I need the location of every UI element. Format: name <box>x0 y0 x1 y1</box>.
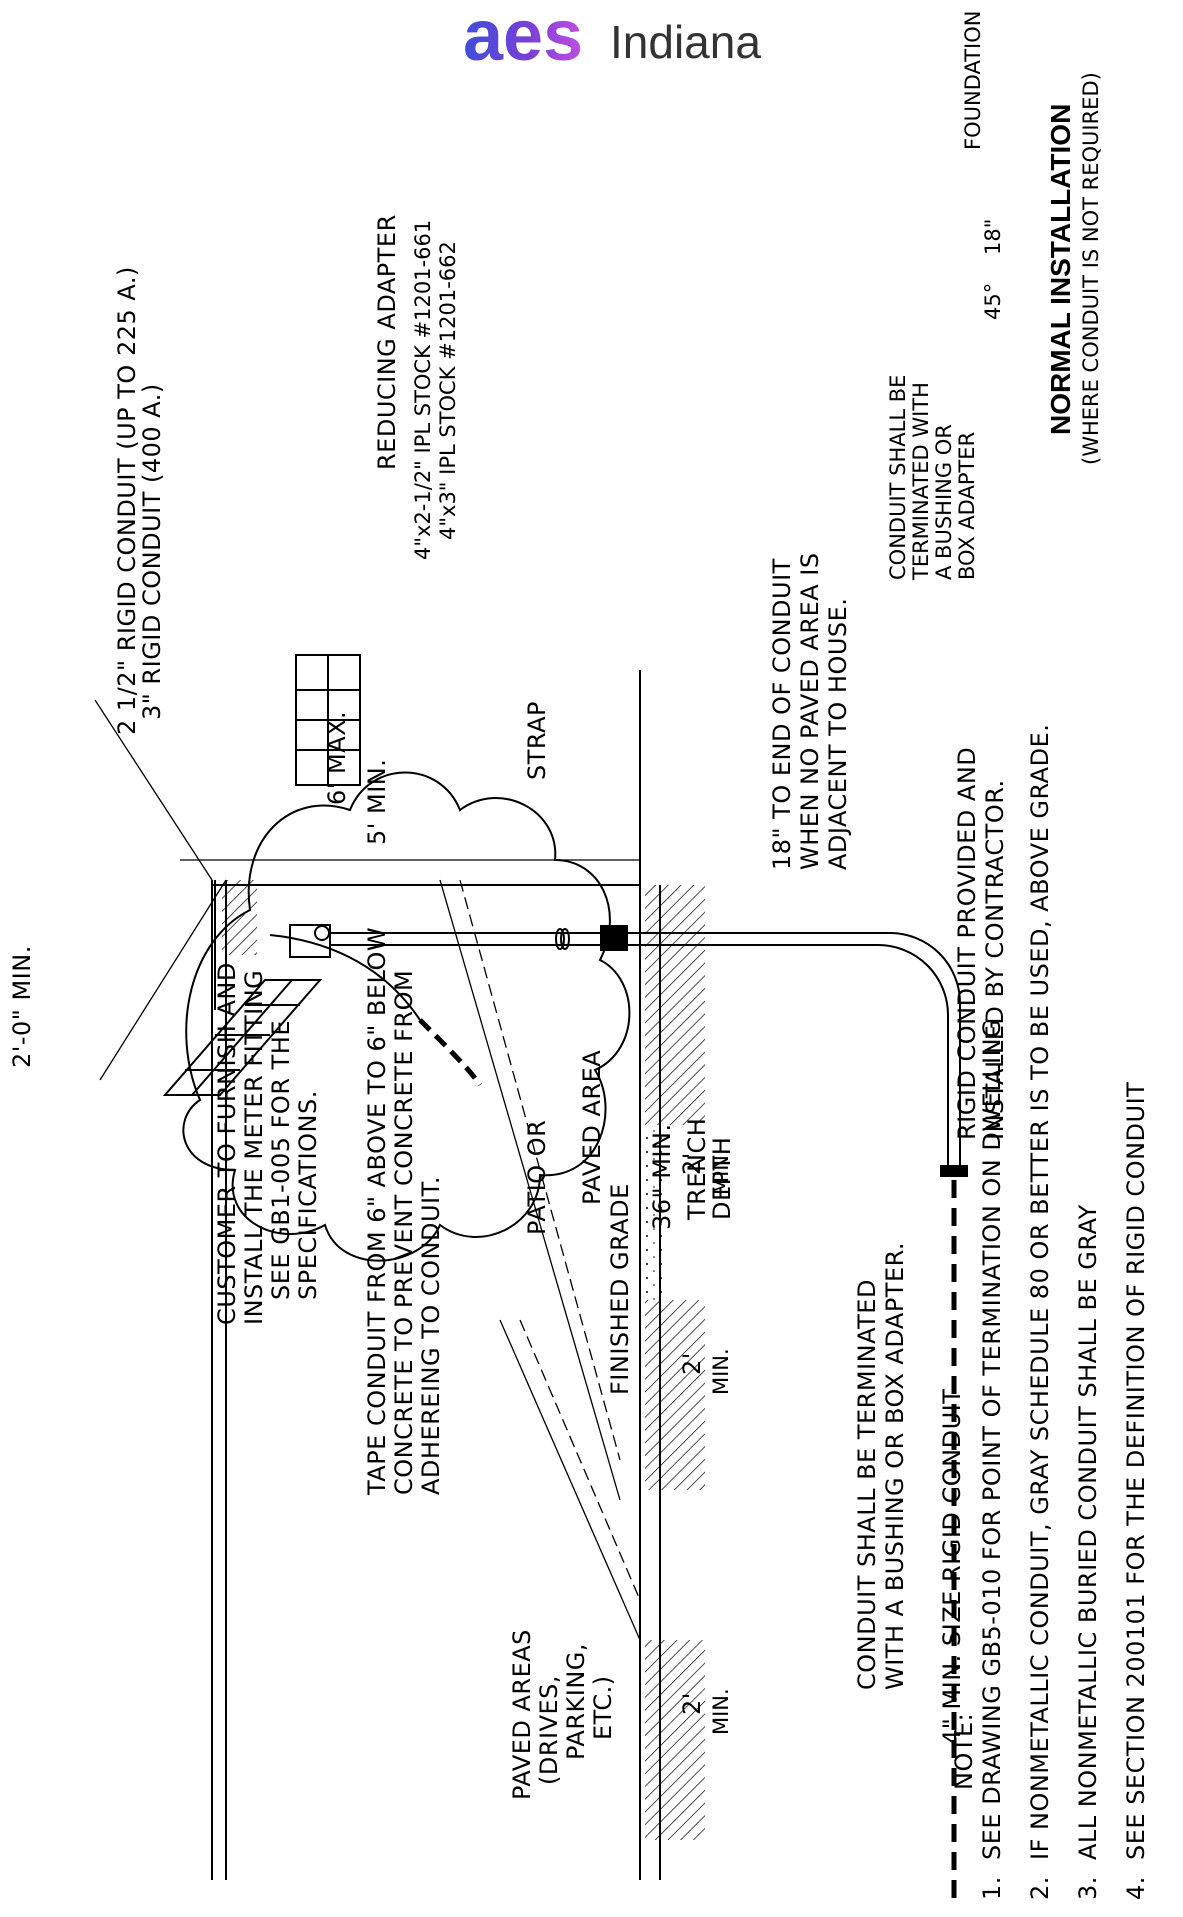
six-foot-max-label: 6' MAX. <box>323 711 351 805</box>
min-marker-1: MIN. <box>709 1148 733 1195</box>
note-heading: NOTE: <box>950 1713 978 1790</box>
riser-conduit <box>330 925 968 1900</box>
paved-areas-line-2: (DRIVES, <box>535 1675 563 1785</box>
terminated-note-line-2: WITH A BUSHING OR BOX ADAPTER. <box>881 1242 909 1690</box>
reducing-adapter-stock-2: 4"x3" IPL STOCK #1201-662 <box>436 241 460 540</box>
customer-note-line-4: SPECIFICATIONS. <box>294 1090 322 1300</box>
meter-fitting <box>289 924 331 958</box>
note-2-number: 2. <box>1026 1876 1054 1900</box>
note-1-number: 1. <box>978 1876 1006 1900</box>
note-2-text: IF NONMETALLIC CONDUIT, GRAY SCHEDULE 80… <box>1026 724 1054 1860</box>
tape-note-line-3: ADHEREING TO CONDUIT. <box>417 1176 445 1495</box>
finished-grade-label: FINISHED GRADE <box>606 1183 634 1395</box>
normal-installation-title: NORMAL INSTALLATION <box>1045 104 1076 435</box>
aes-indiana-logo: aes Indiana <box>463 0 761 76</box>
trench-min-label: 36" MIN. <box>648 1123 676 1230</box>
reducing-adapter-stock-1: 4"x2-1/2" IPL STOCK #1201-661 <box>411 220 435 560</box>
cloud-terminated-line-2: TERMINATED WITH <box>909 382 933 581</box>
rigid-conduit-label-2: 3" RIGID CONDUIT (400 A.) <box>138 383 166 720</box>
eighteen-note-line-1: 18" TO END OF CONDUIT <box>768 558 796 870</box>
two-ft-marker-1: 2' <box>678 1152 706 1175</box>
rigid-provided-line-1: RIGID CONDUIT PROVIDED AND <box>953 747 981 1140</box>
note-4-number: 4. <box>1122 1876 1150 1900</box>
paved-areas-line-1: PAVED AREAS <box>508 1629 536 1800</box>
foundation-label: FOUNDATION <box>961 11 985 150</box>
house-wall <box>94 699 640 1880</box>
note-4-text: SEE SECTION 200101 FOR THE DEFINITION OF… <box>1122 1082 1150 1860</box>
tape-note-line-1: TAPE CONDUIT FROM 6" ABOVE TO 6" BELOW <box>363 927 391 1496</box>
paved-area-lines <box>439 879 641 1641</box>
normal-installation-subtitle: (WHERE CONDUIT IS NOT REQUIRED) <box>1079 72 1103 465</box>
strap-label: STRAP <box>523 701 551 780</box>
eighteen-note-line-2: WHEN NO PAVED AREA IS <box>796 552 824 870</box>
logo-text: Indiana <box>610 16 761 68</box>
reducing-adapter-title: REDUCING ADAPTER <box>373 214 401 470</box>
cloud-eighteen-label: 18" <box>981 219 1005 255</box>
two-ft-marker-3: 2' <box>678 1692 706 1715</box>
customer-note-line-1: CUSTOMER TO FURNISH AND <box>213 962 241 1325</box>
window-lower <box>162 979 323 1096</box>
terminated-note-line-1: CONDUIT SHALL BE TERMINATED <box>853 1279 881 1690</box>
note-1-text: SEE DRAWING GB5-010 FOR POINT OF TERMINA… <box>978 1019 1006 1860</box>
patio-label-2: PAVED AREA <box>578 1050 606 1205</box>
trench-label-2: DEPTH <box>708 1137 736 1220</box>
trench-label-1: TRENCH <box>683 1118 711 1221</box>
aes-logo-mark: aes <box>463 0 583 76</box>
cloud-terminated-line-3: A BUSHING OR <box>932 424 956 580</box>
two-foot-min-label: 2'-0" MIN. <box>8 945 36 1068</box>
rigid-provided-line-2: INSTALLED BY CONTRACTOR. <box>981 779 1009 1140</box>
four-inch-min-label: 4" MIN. SIZE RIGID CONDUIT <box>938 1389 966 1745</box>
min-marker-3: MIN. <box>709 1688 733 1735</box>
cloud-terminated-line-1: CONDUIT SHALL BE <box>886 375 910 580</box>
normal-installation-cloud <box>182 771 631 1262</box>
two-ft-marker-2: 2' <box>678 1352 706 1375</box>
patio-label-1: PATIO OR <box>523 1120 551 1235</box>
eighteen-note-line-3: ADJACENT TO HOUSE. <box>824 598 852 870</box>
paved-areas-line-4: ETC.) <box>589 1675 617 1740</box>
cloud-terminated-line-4: BOX ADAPTER <box>955 432 979 580</box>
rigid-conduit-label-1: 2 1/2" RIGID CONDUIT (UP TO 225 A.) <box>113 266 141 735</box>
tape-note-line-2: CONCRETE TO PREVENT CONCRETE FROM <box>390 970 418 1495</box>
min-marker-2: MIN. <box>709 1348 733 1395</box>
cloud-45-label: 45° <box>981 283 1005 320</box>
customer-note-line-3: SEE GB1-005 FOR THE <box>267 1020 295 1300</box>
paved-areas-line-3: PARKING, <box>562 1643 590 1760</box>
five-foot-min-label: 5' MIN. <box>363 759 391 845</box>
customer-note-line-2: INSTALL THE METER FITTING <box>240 970 268 1325</box>
rotated-annotations: NOTE: 1. SEE DRAWING GB5-010 FOR POINT O… <box>8 11 1150 1900</box>
strap <box>555 928 570 950</box>
window-upper <box>295 654 361 786</box>
note-3-number: 3. <box>1074 1876 1102 1900</box>
ground-profile <box>639 670 705 1880</box>
note-3-text: ALL NONMETALLIC BURIED CONDUIT SHALL BE … <box>1074 1204 1102 1860</box>
